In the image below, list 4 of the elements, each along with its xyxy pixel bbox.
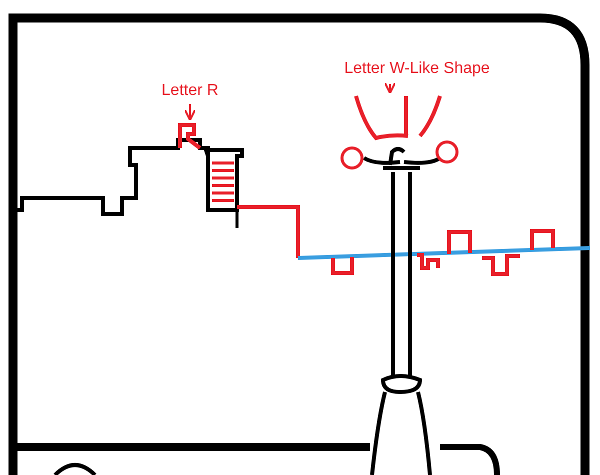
leader-arrow [384, 82, 396, 94]
leader-arrow [184, 104, 196, 121]
annotation-label: Letter W-Like Shape [343, 59, 491, 79]
annotation-label: Letter R [160, 81, 220, 101]
